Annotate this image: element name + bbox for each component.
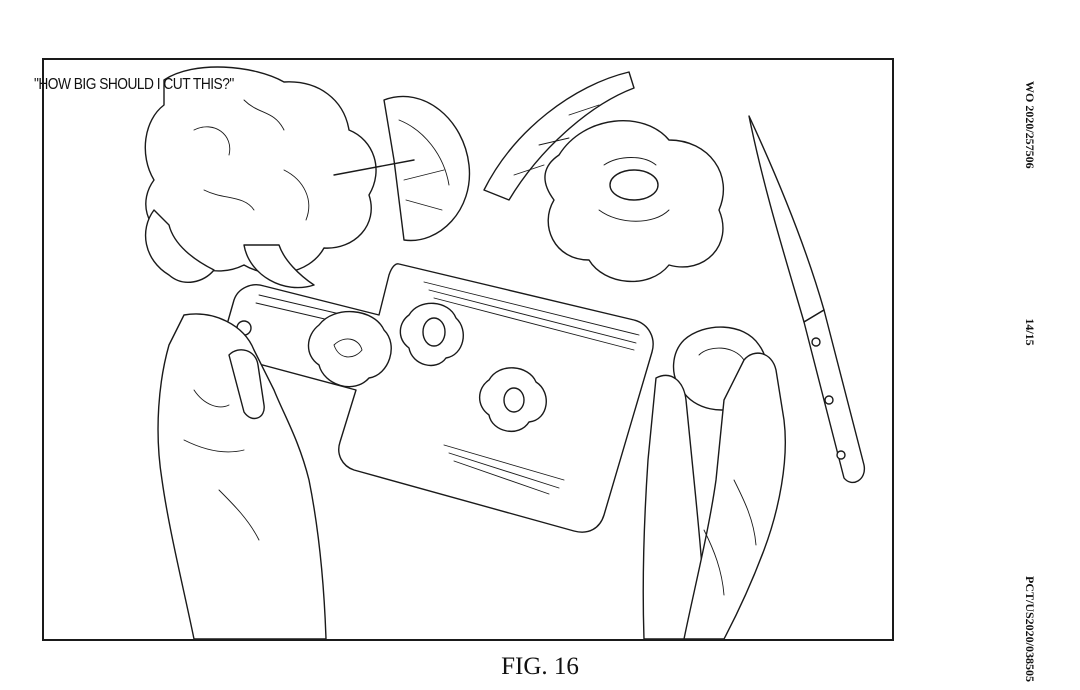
figure-label: FIG. 16 — [501, 653, 579, 680]
orange-slices — [243, 95, 471, 289]
figure-frame — [42, 58, 894, 641]
pepper-pieces — [307, 302, 547, 432]
pepper-wedge — [483, 71, 635, 201]
bell-pepper — [544, 120, 724, 283]
right-hand — [642, 326, 786, 639]
publication-number: WO 2020/257506 — [1023, 81, 1037, 169]
left-hand — [157, 313, 327, 639]
application-number: PCT/US2020/038505 — [1023, 576, 1037, 683]
chef-knife — [748, 115, 866, 483]
speech-caption: "HOW BIG SHOULD I CUT THIS?" — [34, 76, 234, 93]
leafy-greens — [144, 66, 377, 283]
page-number: 14/15 — [1023, 318, 1037, 346]
kitchen-illustration — [144, 66, 866, 639]
